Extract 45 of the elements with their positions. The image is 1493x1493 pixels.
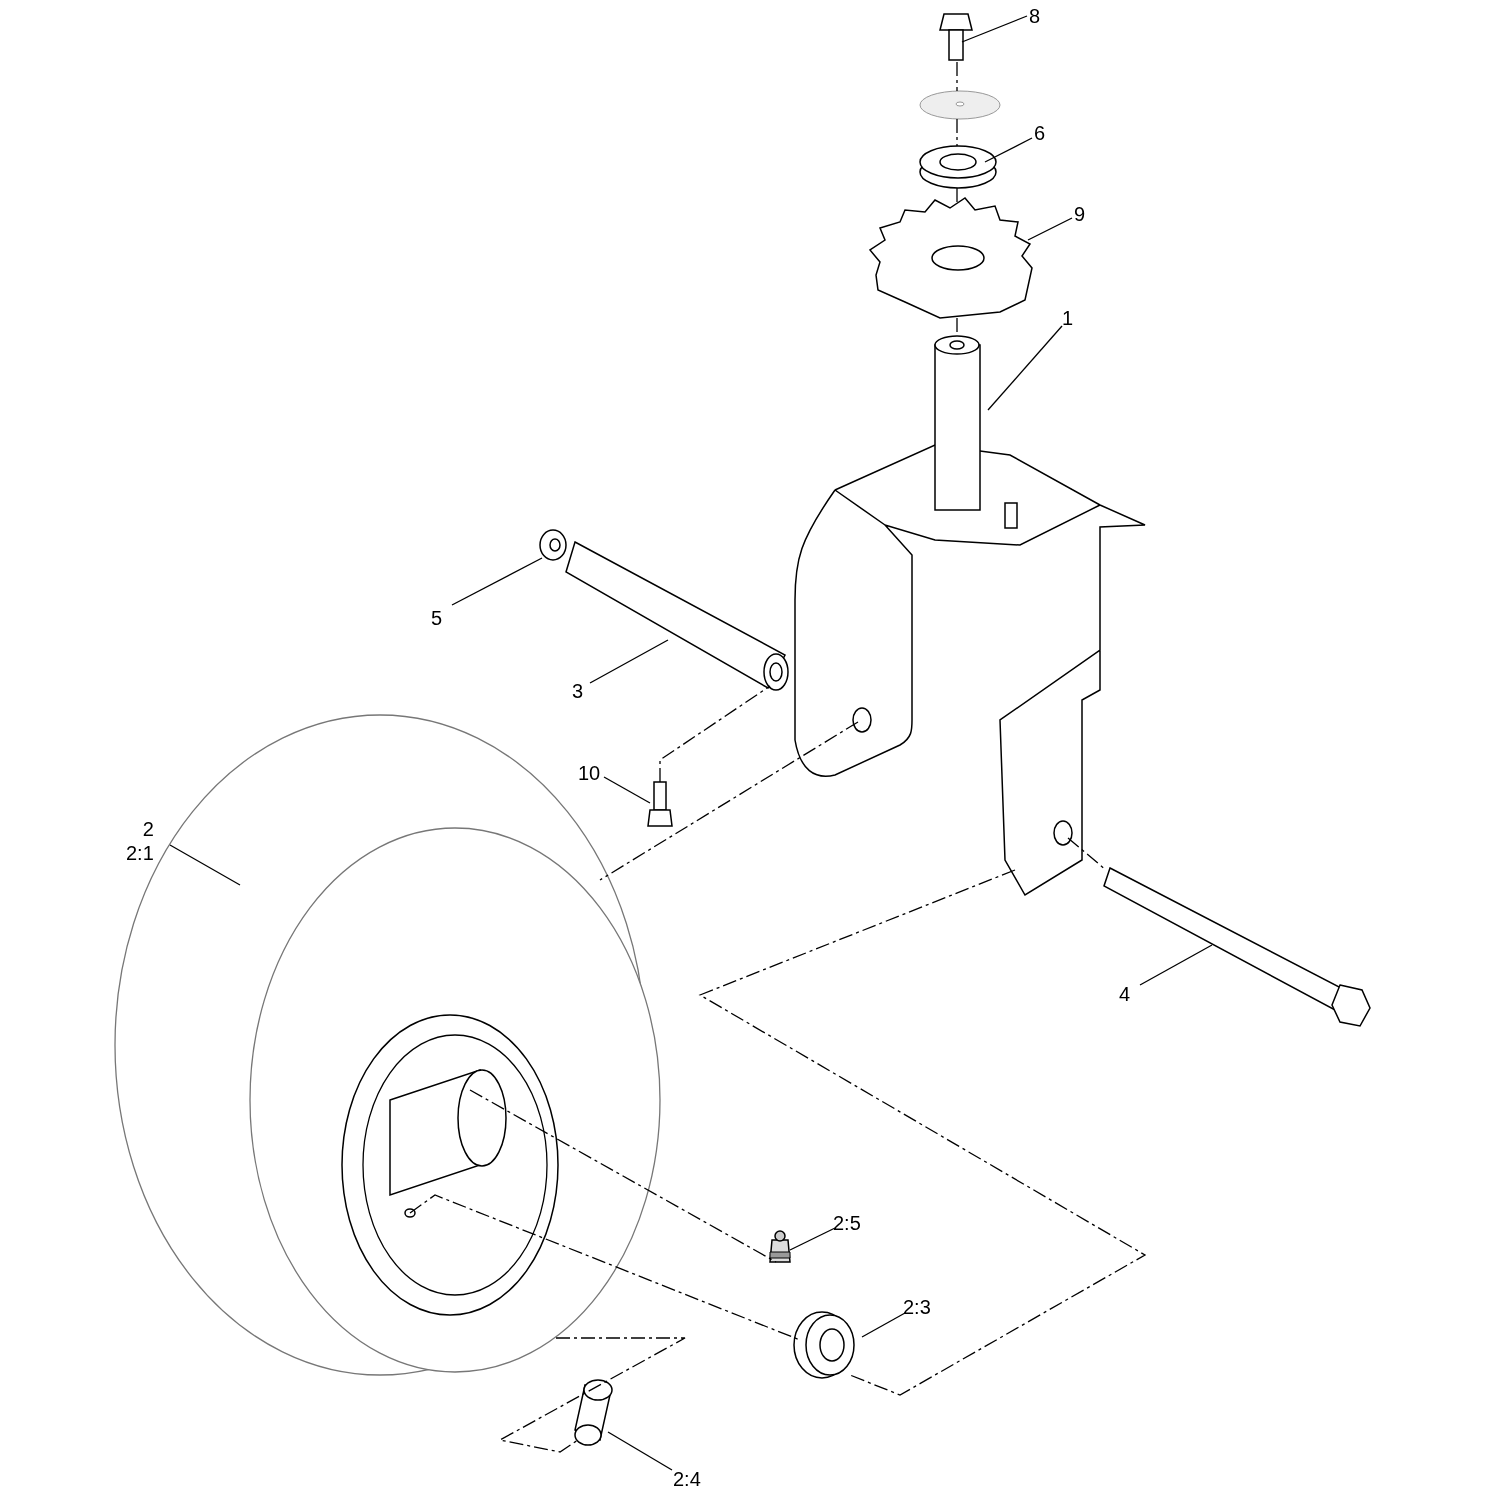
callout-number: 2:1 xyxy=(126,841,154,865)
assembly-line xyxy=(469,1089,777,1263)
leader-line xyxy=(589,639,669,684)
leader-line xyxy=(987,325,1063,411)
axle-bolt xyxy=(1103,866,1371,1027)
callout-number: 6 xyxy=(1034,121,1046,145)
callout-number: 2:5 xyxy=(833,1211,861,1235)
leader-line xyxy=(1027,217,1073,241)
callout-number: 1 xyxy=(1062,306,1074,330)
leader-line xyxy=(861,1312,906,1338)
hex-nut xyxy=(539,529,567,561)
leader-line xyxy=(603,776,651,804)
callout-number: 8 xyxy=(1029,4,1041,28)
leader-line xyxy=(984,137,1033,163)
assembly-line xyxy=(409,1194,801,1341)
assembly-line xyxy=(698,869,1147,1396)
callout-number: 9 xyxy=(1074,202,1086,226)
assembly-line xyxy=(956,118,958,147)
assembly-line xyxy=(956,61,958,92)
callout-number: 2:3 xyxy=(903,1295,931,1319)
callout-number: 3 xyxy=(572,679,584,703)
bearing xyxy=(793,1311,855,1379)
leader-line xyxy=(1139,944,1213,986)
callout-number: 2 xyxy=(141,817,154,841)
small-bolt xyxy=(647,781,673,827)
leader-line xyxy=(961,15,1028,43)
valve-stem xyxy=(574,1379,613,1446)
callout-number: 10 xyxy=(578,761,601,785)
callout-number: 5 xyxy=(431,606,443,630)
assembly-line xyxy=(599,721,859,881)
leader-line xyxy=(451,557,543,606)
leader-line xyxy=(169,844,241,886)
spacer-ring xyxy=(919,145,997,189)
leader-line xyxy=(789,1227,836,1251)
callout-number: 2:4 xyxy=(673,1467,701,1491)
bolt xyxy=(939,13,973,61)
assembly-line xyxy=(659,685,771,783)
gear-plate xyxy=(868,197,1033,319)
wheel xyxy=(114,714,661,1376)
grease-fitting xyxy=(769,1230,791,1263)
assembly-line xyxy=(498,1337,686,1453)
callout-number: 4 xyxy=(1119,982,1131,1006)
fork-bracket xyxy=(794,335,1146,896)
leader-line xyxy=(607,1431,673,1471)
washer xyxy=(919,90,1001,120)
